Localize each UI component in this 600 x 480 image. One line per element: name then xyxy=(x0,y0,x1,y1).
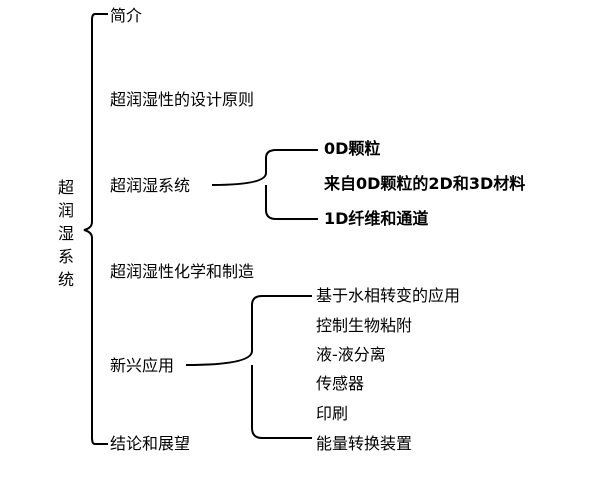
branch-applications: 新兴应用 xyxy=(110,356,175,375)
systems-child-0d: 0D颗粒 xyxy=(324,139,381,158)
app-child-energy: 能量转换装置 xyxy=(316,434,413,453)
branch-conclusion: 结论和展望 xyxy=(110,434,191,453)
app-child-sensors: 传感器 xyxy=(316,374,365,393)
app-child-phase-transition: 基于水相转变的应用 xyxy=(316,286,461,305)
root-char: 超 xyxy=(57,178,74,197)
root-label: 超 润 湿 系 统 xyxy=(56,176,76,291)
systems-brace xyxy=(211,149,318,220)
branch-design-principles: 超润湿性的设计原则 xyxy=(110,90,255,109)
app-child-printing: 印刷 xyxy=(316,404,349,423)
systems-child-2d-3d: 来自0D颗粒的2D和3D材料 xyxy=(324,174,526,193)
app-child-separation: 液-液分离 xyxy=(316,345,386,364)
branch-systems: 超润湿系统 xyxy=(110,176,191,195)
app-child-bioadhesion: 控制生物粘附 xyxy=(316,316,413,335)
root-char: 湿 xyxy=(57,224,74,243)
branch-chemistry: 超润湿性化学和制造 xyxy=(110,262,255,281)
root-char: 系 xyxy=(57,247,74,266)
root-char: 统 xyxy=(57,270,74,289)
main-brace xyxy=(83,13,108,445)
applications-brace xyxy=(185,295,312,439)
root-char: 润 xyxy=(57,201,74,220)
systems-child-1d: 1D纤维和通道 xyxy=(324,209,429,228)
branch-intro: 简介 xyxy=(110,6,143,25)
